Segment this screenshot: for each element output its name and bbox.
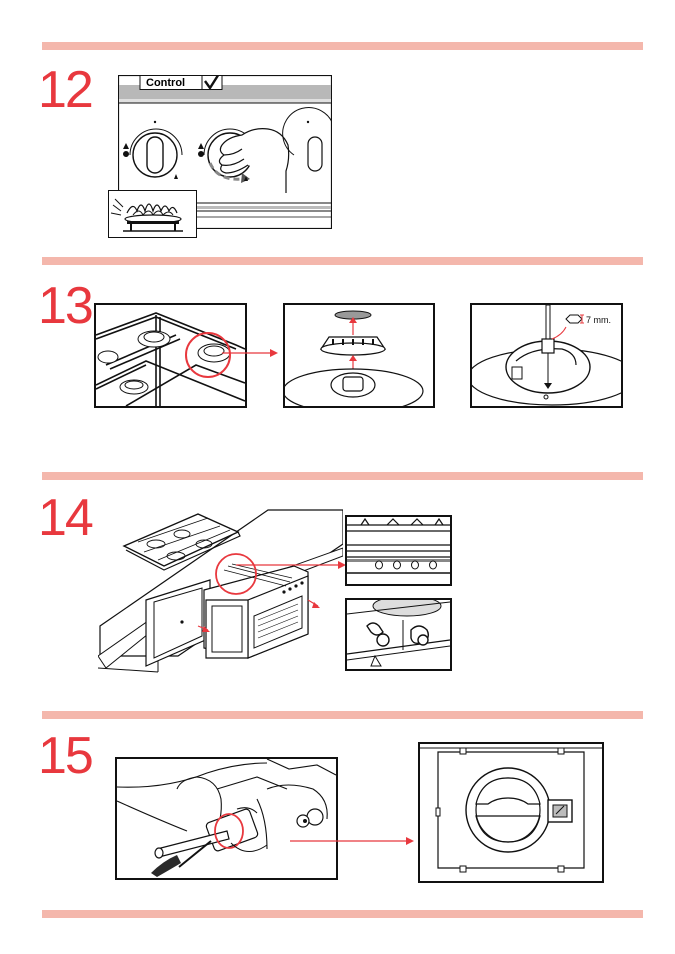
step12-flame-inset <box>108 190 197 238</box>
arrow-13a <box>222 345 282 361</box>
step15-valve-closeup-panel <box>418 742 604 883</box>
step-number-15: 15 <box>38 730 92 782</box>
divider-bottom <box>42 910 643 918</box>
step13-burner-exploded-panel <box>283 303 435 408</box>
step14-oven-top-panel <box>345 515 452 586</box>
step14-kitchen-illustration <box>98 508 343 678</box>
step-number-14: 14 <box>38 492 92 544</box>
arrow-14a <box>236 555 348 575</box>
divider-15 <box>42 711 643 719</box>
divider-13 <box>42 257 643 265</box>
step13-injector-panel: 7 mm. <box>470 303 623 408</box>
step15-valve-adjust-panel <box>115 757 338 880</box>
step14-valve-panel <box>345 598 452 671</box>
control-label: Control <box>146 77 185 89</box>
divider-14 <box>42 472 643 480</box>
arrow-15a <box>290 834 416 848</box>
step-number-12: 12 <box>38 64 92 116</box>
divider-top <box>42 42 643 50</box>
step-number-13: 13 <box>38 280 92 332</box>
nut-size-label: 7 mm. <box>586 315 611 325</box>
